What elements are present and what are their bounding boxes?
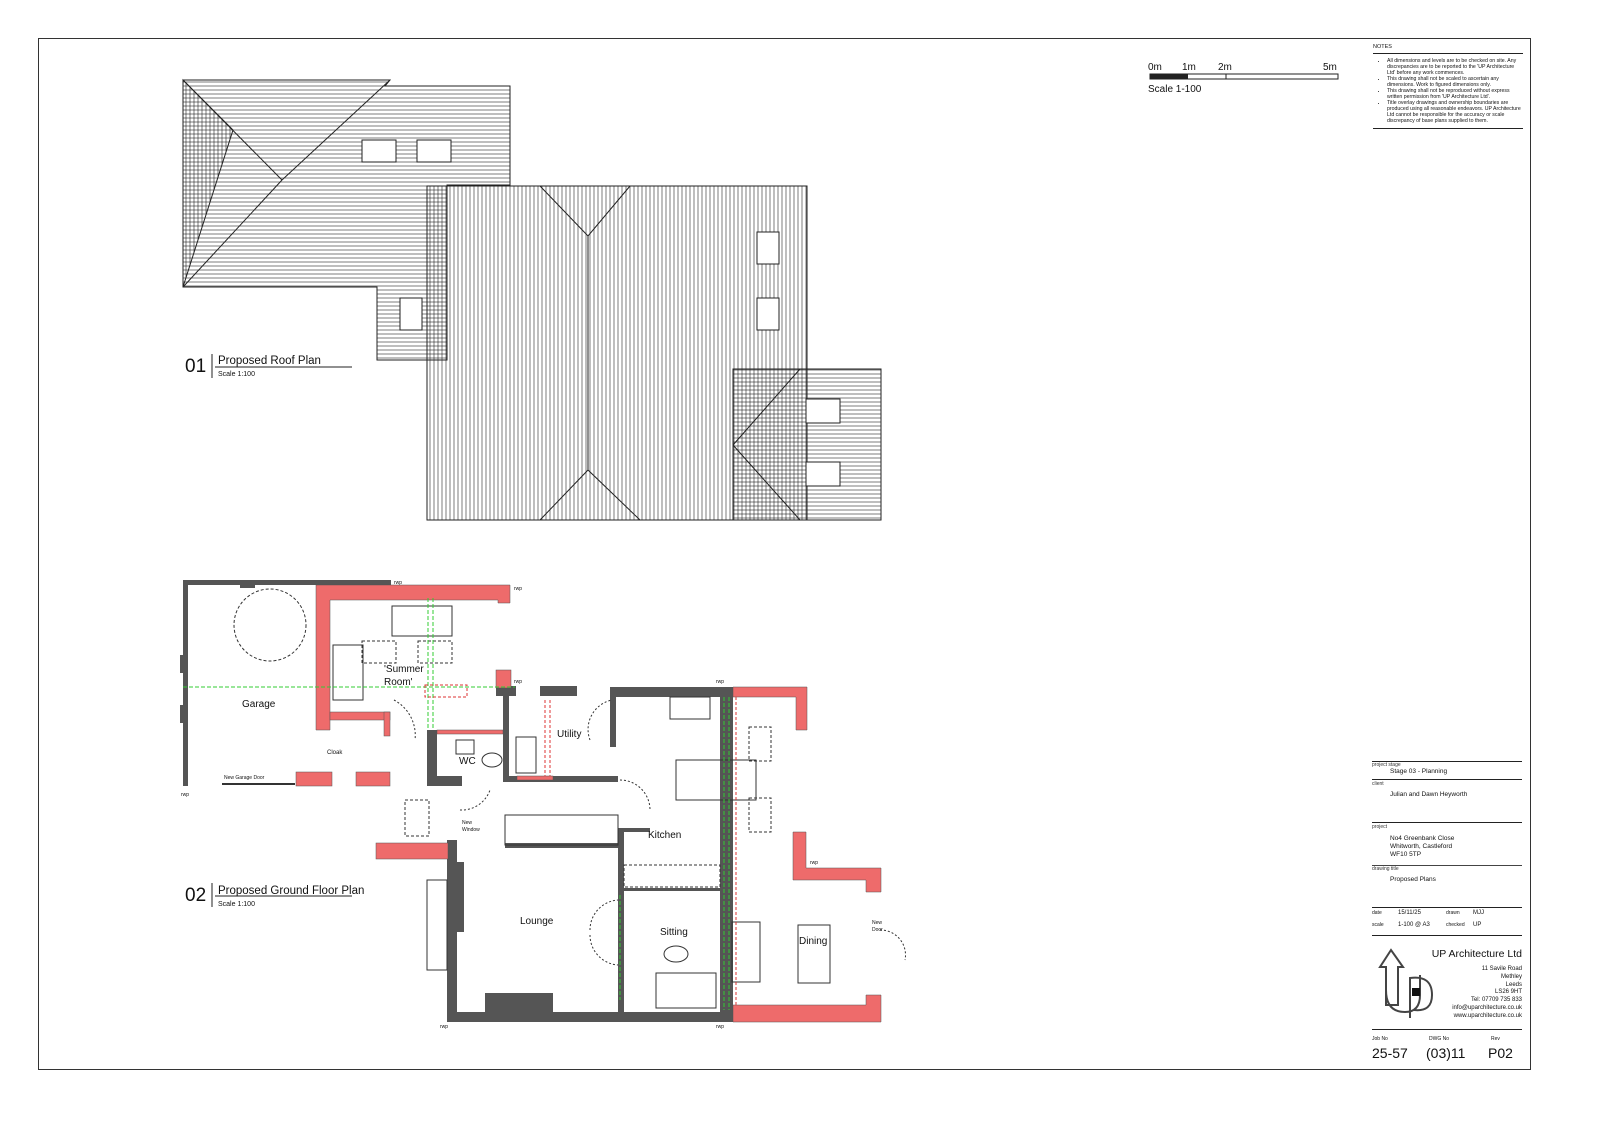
new-door-note: Door [872,927,883,933]
date-value: 15/11/25 [1398,910,1421,916]
date-drawn-row: date 15/11/25 drawn MJJ [1372,910,1522,916]
rwp-label: rwp [716,679,724,685]
rooflight-icons [361,139,841,487]
note-item: This drawing shall not be scaled to asce… [1387,76,1523,88]
field-label: DWG No [1429,1036,1449,1042]
new-window-note: Window [462,827,480,833]
address-line: Tel: 07709 735 833 [1470,997,1522,1004]
client-value: Julian and Dawn Heyworth [1390,791,1468,798]
rooflight-icon [756,231,780,265]
room-label-garage: Garage [242,699,276,710]
rwp-label: rwp [514,679,522,685]
field-label: drawn [1446,910,1460,916]
notes-heading: NOTES [1373,44,1523,54]
ground-floor-plan [180,580,906,1023]
field-label: checked [1446,922,1465,928]
company-address: 11 Savile Road Methley Leeds LS26 9HT Te… [1412,966,1522,1021]
drawing-frame [38,38,1531,1070]
job-number: 25-57 [1372,1045,1408,1061]
scale-tick: 5m [1323,62,1337,73]
rooflight-icon [805,461,841,487]
removed-walls [424,684,737,1005]
scale-caption: Scale 1-100 [1148,84,1202,95]
scale-checked-row: scale 1-100 @ A3 checked UP [1372,922,1522,928]
rwp-label: rwp [716,1024,724,1030]
company-name: UP Architecture Ltd [1431,948,1522,960]
field-label: project stage [1372,762,1401,768]
drawn-value: MJJ [1473,910,1484,916]
field-label: date [1372,910,1382,916]
rwp-label: rwp [394,580,402,586]
revision: P02 [1488,1045,1513,1061]
address-line: 11 Savile Road [1481,966,1522,972]
new-door-note: New [872,920,882,926]
up-architecture-logo [1378,948,1434,1018]
rooflight-icon [399,297,423,331]
ground-plan-scale: Scale 1:100 [218,901,255,908]
rooflight-icon [416,139,452,163]
field-label: drawing title [1372,866,1399,872]
roof-plan-title: Proposed Roof Plan [218,355,321,367]
room-label-dining: Dining [799,936,827,947]
address-line: www.uparchitecture.co.uk [1453,1012,1522,1019]
room-label-sitting: Sitting [660,927,688,938]
roof-plan-number: 01 [185,356,206,377]
rooflight-icon [805,398,841,424]
address-line: Leeds [1505,981,1522,988]
rwp-label: rwp [181,792,189,798]
field-label: project [1372,824,1388,830]
rwp-label: rwp [440,1024,448,1030]
project-stage-field: project stage Stage 03 - Planning [1372,762,1522,776]
room-label-utility: Utility [557,729,581,740]
note-item: Title overlay drawings and ownership bou… [1387,100,1523,124]
notes-panel: NOTES All dimensions and levels are to b… [1373,44,1523,129]
room-label-kitchen: Kitchen [648,830,681,841]
field-label: Rev [1491,1036,1500,1042]
checked-value: UP [1473,922,1482,928]
room-label-summer: Room' [384,677,413,688]
scale-value: 1-100 @ A3 [1398,922,1430,928]
scale-bar: 0m 1m 2m 5m Scale 1-100 [1148,62,1339,95]
project-address-line: WF10 5TP [1390,851,1422,858]
rwp-label: rwp [810,860,818,866]
rooflight-icon [361,139,397,163]
ground-plan-title: Proposed Ground Floor Plan [218,885,364,897]
client-field: client Julian and Dawn Heyworth [1372,781,1522,799]
existing-walls [180,580,733,1022]
room-label-lounge: Lounge [520,916,554,927]
new-walls [295,584,882,1023]
rwp-label: rwp [514,586,522,592]
ground-plan-number: 02 [185,885,206,906]
scale-tick: 0m [1148,62,1162,73]
structural-lines [183,598,730,1010]
roof-plan-scale: Scale 1:100 [218,371,255,378]
project-address-line: Whitworth, Castleford [1390,843,1453,850]
number-labels-row: Job No DWG No Rev [1372,1036,1522,1042]
note-item: This drawing shall not be reproduced wit… [1387,88,1523,100]
room-label-wc: WC [459,756,476,767]
roof-plan [182,78,882,521]
drawing-number: (03)11 [1426,1045,1466,1061]
scale-tick: 1m [1182,62,1196,73]
room-label-cloak: Cloak [327,750,343,756]
note-item: All dimensions and levels are to be chec… [1387,58,1523,76]
project-field: project No4 Greenbank Close Whitworth, C… [1372,824,1522,859]
field-label: client [1372,781,1384,787]
number-values-row: 25-57 (03)11 P02 [1372,1045,1522,1061]
address-line: info@uparchitecture.co.uk [1452,1004,1522,1011]
project-address-line: No4 Greenbank Close [1390,835,1455,842]
field-label: scale [1372,922,1384,928]
garage-door-note: New Garage Door [224,775,265,781]
room-label-summer: 'Summer [384,664,424,675]
project-stage-value: Stage 03 - Planning [1390,768,1448,775]
field-label: Job No [1372,1036,1388,1042]
rooflight-icon [756,297,780,331]
new-window-note: New [462,820,472,826]
address-line: LS26 9HT [1494,989,1522,996]
drawing-title-value: Proposed Plans [1390,876,1436,883]
address-line: Methley [1500,973,1522,980]
scale-tick: 2m [1218,62,1232,73]
drawing-title-field: drawing title Proposed Plans [1372,866,1522,884]
